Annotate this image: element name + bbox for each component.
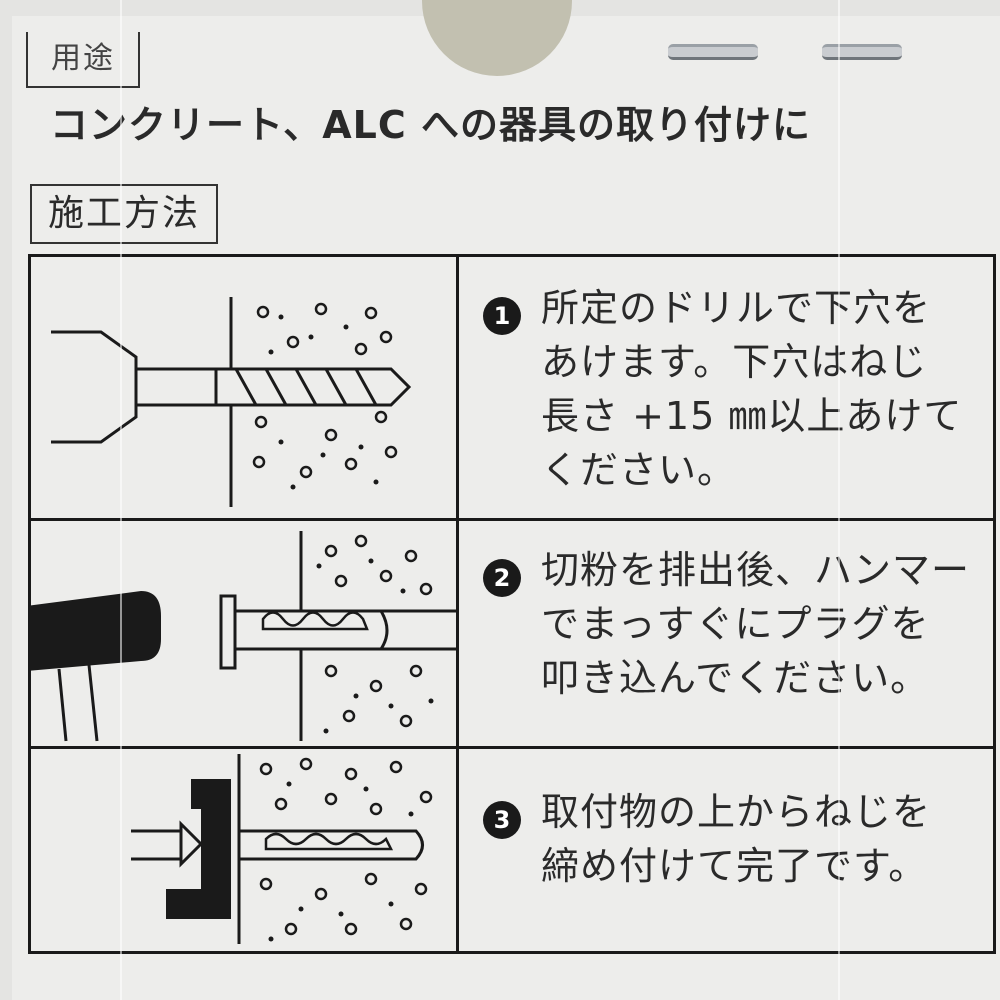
step-1-text: 所定のドリルで下穴を あけます。下穴はねじ 長さ +15 ㎜以上あけて ください… [541,281,962,497]
drill-illustration [51,297,412,507]
step-2-instructions: 2 切粉を排出後、ハンマー でまっすぐにプラグを 叩き込んでください。 [461,521,993,746]
step-row-3: 3 取付物の上からねじを 締め付けて完了です。 [31,749,993,951]
step-2-number-icon: 2 [483,559,521,597]
step-1-number-icon: 1 [483,297,521,335]
hang-hole [422,0,572,76]
usage-description: コンクリート、ALC への器具の取り付けに [50,103,811,147]
step-1-line: 所定のドリルで下穴を [541,286,932,330]
step-1-instructions: 1 所定のドリルで下穴を あけます。下穴はねじ 長さ +15 ㎜以上あけて くだ… [461,257,993,518]
step-row-1: 1 所定のドリルで下穴を あけます。下穴はねじ 長さ +15 ㎜以上あけて くだ… [31,257,993,521]
step-2-illustration [31,521,459,746]
step-2-text: 切粉を排出後、ハンマー でまっすぐにプラグを 叩き込んでください。 [541,543,970,705]
package-card: 用途 コンクリート、ALC への器具の取り付けに 施工方法 [12,0,1000,1000]
step-1-line: 長さ +15 ㎜以上あけて [541,394,963,438]
usage-tag: 用途 [26,32,140,88]
step-2-line: 叩き込んでください。 [541,656,930,700]
step-1-line: ください。 [541,448,737,492]
hammer-plug-illustration [31,531,457,742]
instruction-table: 1 所定のドリルで下穴を あけます。下穴はねじ 長さ +15 ㎜以上あけて くだ… [28,254,996,954]
method-tag: 施工方法 [30,184,218,244]
hanger-clip-left [668,44,758,60]
step-3-number-icon: 3 [483,801,521,839]
step-2-line: 切粉を排出後、ハンマー [541,548,971,592]
plastic-sheen-right [838,0,840,1000]
step-3-line: 締め付けて完了です。 [541,844,928,888]
step-3-instructions: 3 取付物の上からねじを 締め付けて完了です。 [461,749,993,951]
hanger-clip-right [822,44,902,60]
step-3-text: 取付物の上からねじを 締め付けて完了です。 [541,785,931,893]
step-3-line: 取付物の上からねじを [541,790,932,834]
step-1-line: あけます。下穴はねじ [541,340,928,384]
step-2-line: でまっすぐにプラグを [541,602,930,646]
step-row-2: 2 切粉を排出後、ハンマー でまっすぐにプラグを 叩き込んでください。 [31,521,993,749]
screw-fixture-illustration [131,754,433,944]
step-3-illustration [31,749,459,951]
plastic-sheen-left [120,0,122,1000]
step-1-illustration [31,257,459,518]
